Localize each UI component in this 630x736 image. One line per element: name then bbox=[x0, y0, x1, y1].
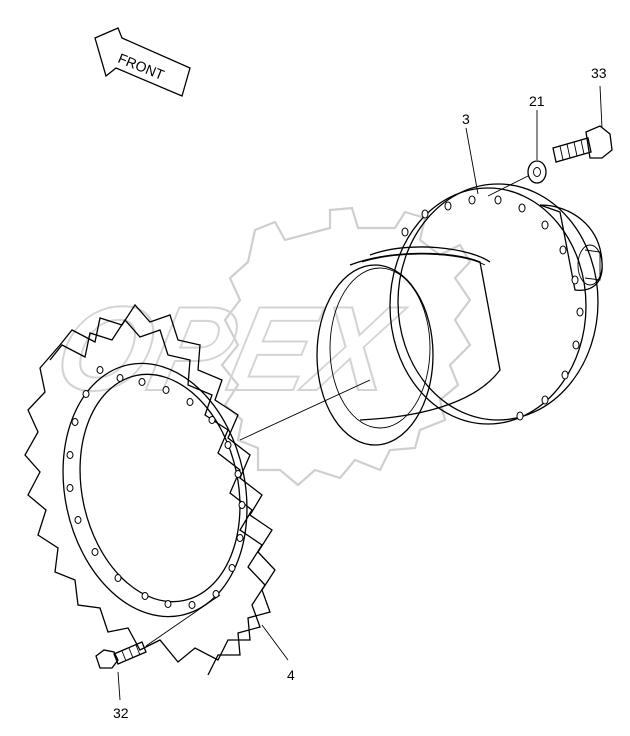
watermark: OPEX bbox=[44, 206, 472, 487]
front-direction-arrow: FRONT bbox=[94, 27, 191, 97]
flange-bolt-holes bbox=[401, 195, 584, 421]
callout-3: 3 bbox=[462, 111, 470, 127]
travel-motor bbox=[316, 183, 603, 446]
sprocket-bolt-holes bbox=[66, 366, 246, 609]
callout-4: 4 bbox=[287, 667, 295, 683]
bolt-32 bbox=[95, 641, 147, 669]
sprocket bbox=[24, 303, 276, 676]
callout-21: 21 bbox=[529, 93, 545, 109]
watermark-gear-outline bbox=[220, 206, 472, 487]
washer-21 bbox=[527, 160, 547, 184]
callout-33: 33 bbox=[591, 65, 607, 81]
bolt-33 bbox=[552, 125, 613, 163]
callout-32: 32 bbox=[113, 705, 129, 721]
watermark-text: OPEX bbox=[45, 281, 413, 415]
leader-lines bbox=[117, 85, 603, 701]
